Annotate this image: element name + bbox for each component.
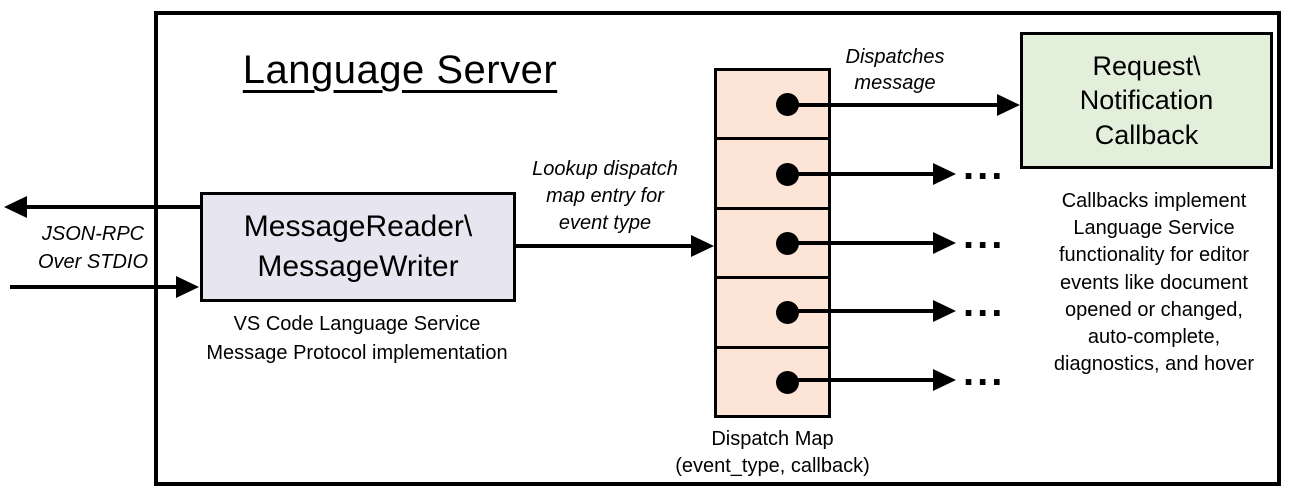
dispatch-map-cell [717, 349, 828, 415]
callback-box-line2: Notification [1079, 85, 1214, 116]
callbacks-note-line5: opened or changed, [1065, 298, 1243, 321]
dispatches-label-line2: message [854, 72, 936, 94]
lookup-label-line3: event type [558, 212, 652, 234]
callbacks-note: Callbacks implement Language Service fun… [1028, 188, 1280, 378]
ellipsis-dots: ... [963, 144, 1006, 188]
dispatch-entry-dot [776, 370, 799, 394]
callbacks-note-line7: diagnostics, and hover [1053, 353, 1255, 376]
message-reader-label-line2: MessageWriter [257, 250, 459, 283]
message-reader-label-line1: MessageReader\ [243, 209, 473, 243]
dispatch-map-caption: Dispatch Map (event_type, callback) [650, 426, 895, 480]
dispatch-arrow-head-3 [933, 232, 956, 254]
lookup-arrow-line [516, 244, 692, 248]
callback-box-line1: Request\ [1092, 51, 1201, 82]
diagram-title: Language Server [242, 48, 558, 92]
dispatch-arrow-head-4 [933, 300, 956, 322]
dispatches-message-label: Dispatches message [815, 44, 975, 96]
lookup-label: Lookup dispatch map entry for event type [512, 156, 698, 237]
dispatch-map-caption-line2: (event_type, callback) [675, 455, 870, 477]
message-reader-caption-line2: Message Protocol implementation [206, 342, 508, 364]
stdio-in-arrow-line [10, 285, 177, 289]
json-rpc-label-line2: Over STDIO [37, 251, 148, 273]
callbacks-note-line4: events like document [1060, 271, 1248, 294]
stdio-out-arrow-line [26, 205, 202, 209]
json-rpc-label: JSON-RPC Over STDIO [14, 220, 172, 276]
message-reader-writer-box: MessageReader\ MessageWriter [200, 192, 516, 302]
ellipsis-dots: ... [963, 281, 1006, 325]
callbacks-note-line6: auto-complete, [1087, 325, 1221, 348]
dispatch-arrow-line-5 [787, 378, 934, 382]
stdio-out-arrow-head [4, 196, 27, 218]
ellipsis-dots: ... [963, 350, 1006, 394]
lookup-label-line2: map entry for [546, 185, 664, 207]
lookup-label-line1: Lookup dispatch [532, 158, 678, 180]
callbacks-note-line1: Callbacks implement [1061, 190, 1247, 212]
dispatch-arrow-line-4 [787, 309, 934, 313]
stdio-in-arrow-head [176, 276, 199, 298]
dispatch-arrow-head-2 [933, 163, 956, 185]
message-reader-caption: VS Code Language Service Message Protoco… [172, 310, 542, 368]
dispatch-arrow-line-2 [787, 172, 934, 176]
ellipsis-dots: ... [963, 213, 1006, 257]
json-rpc-label-line1: JSON-RPC [41, 223, 145, 245]
dispatch-map-caption-line1: Dispatch Map [711, 428, 834, 450]
callbacks-note-line3: functionality for editor [1058, 244, 1250, 267]
request-notification-callback-box: Request\ Notification Callback [1020, 32, 1273, 169]
message-reader-caption-line1: VS Code Language Service [233, 313, 481, 335]
dispatch-arrow-head-5 [933, 369, 956, 391]
dispatch-map-cell [717, 279, 828, 349]
language-server-outer-box [154, 11, 1281, 486]
callbacks-note-line2: Language Service [1073, 217, 1235, 240]
dispatch-arrow-head-1 [997, 94, 1020, 116]
lookup-arrow-head [691, 235, 714, 257]
dispatch-arrow-line-1 [787, 103, 998, 107]
dispatches-label-line1: Dispatches [845, 46, 945, 68]
callback-box-line3: Callback [1094, 119, 1199, 150]
dispatch-arrow-line-3 [787, 241, 934, 245]
